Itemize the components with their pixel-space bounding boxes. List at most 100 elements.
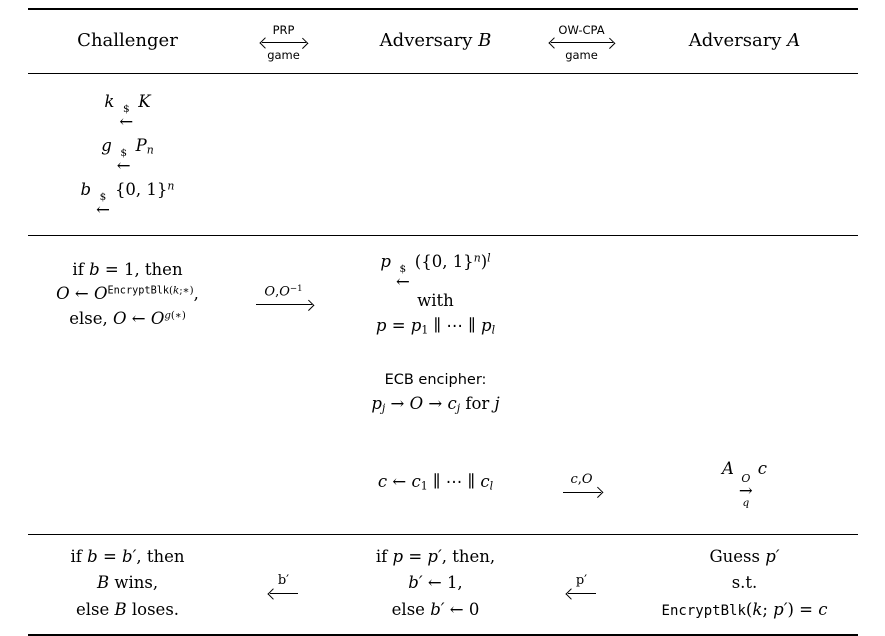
var-p-prime: p′ (765, 547, 780, 566)
value-0: 0 (468, 599, 480, 619)
subscript-1: 1 (421, 323, 429, 337)
prp-game-label: game (267, 48, 300, 62)
var-k: k (752, 599, 763, 619)
ecb-cell: ECB encipher: pj → O → cj for j (340, 369, 532, 417)
header-rule (27, 73, 858, 75)
var-b-prime: b′ (430, 599, 445, 619)
b-wins-line: B wins, (28, 570, 228, 596)
ecb-title: ECB encipher: (384, 371, 487, 388)
adversary-b-letter: B (96, 573, 110, 593)
b-prime-arrow-cell: b′ (228, 569, 340, 598)
var-b: b (87, 547, 98, 566)
oracle-phase-section: if b = 1, then O ← OEncryptBlk(k;∗), els… (28, 236, 858, 533)
close-paren-equals: ) = (787, 599, 819, 619)
equals: = (386, 316, 411, 336)
challenger-oracle-cell: if b = 1, then O ← OEncryptBlk(k;∗), els… (28, 258, 228, 332)
assign-arrow: ← (387, 471, 412, 491)
var-c: c (757, 458, 767, 478)
concat-symbol: ∥ (428, 316, 447, 336)
adversary-a-word: Adversary (688, 30, 788, 51)
text-if: if (375, 547, 393, 566)
subscript-l: l (489, 479, 494, 493)
oracle-query-arrow-icon: O→q (739, 473, 753, 508)
subscript-1: 1 (420, 479, 428, 493)
guess-line: Guess p′ (632, 544, 858, 570)
final-phase-section: if b = b′, then B wins, else B loses. b′… (28, 535, 858, 634)
left-arrow-icon (567, 589, 597, 598)
adva-run-line: A O→q c (632, 457, 858, 508)
inverse-superscript: −1 (289, 283, 303, 294)
adversary-a-letter: A (787, 30, 801, 51)
sample-p-line: p$←({0, 1}n)l (340, 250, 532, 290)
encrypt-eq-line: EncryptBlk(k; p′) = c (632, 597, 858, 623)
oracle-symbol: O (264, 284, 276, 300)
if-bb-line: if b = b′, then (28, 544, 228, 570)
text-loses: loses. (126, 599, 180, 619)
mid-rule (27, 533, 858, 535)
assign-arrow: ← (444, 599, 469, 619)
adva-final-cell: Guess p′ s.t. EncryptBlk(k; p′) = c (632, 544, 858, 623)
var-c: c (377, 471, 388, 491)
dollar-label: $ (399, 263, 407, 276)
oracle-superscript: EncryptBlk(k;∗) (108, 286, 194, 297)
var-b: b (80, 180, 92, 200)
text-guess: Guess (709, 547, 766, 566)
adversary-a-letter: A (722, 458, 734, 478)
paren-star: (∗) (170, 310, 186, 322)
open-paren: ( (414, 252, 422, 272)
var-p1: p (410, 316, 422, 336)
c-concat-line: c ← c1 ∥ ⋯ ∥ cl (340, 470, 532, 495)
subscript-j: j (456, 401, 461, 415)
setup-rule (27, 235, 858, 237)
st-line: s.t. (731, 573, 758, 593)
comma: , (193, 284, 199, 304)
text-else: else (391, 599, 431, 619)
var-b: b (89, 259, 100, 279)
text-then: , then (136, 547, 185, 566)
var-g: g (101, 136, 112, 156)
oracle-symbol: O (93, 284, 108, 304)
var-p: p (375, 316, 387, 336)
challenger-setup-cell: k$←K g$←Pn b$←{0, 1}n (28, 85, 228, 222)
var-p: p (380, 252, 391, 272)
right-arrow-icon (255, 300, 313, 309)
adversary-b-heading: Adversary B (380, 30, 492, 51)
concat-symbol: ∥ (462, 316, 482, 336)
left-arrow-icon: ← (96, 200, 110, 220)
subscript-l: l (491, 323, 496, 337)
var-k: k (173, 285, 180, 297)
equals: = (97, 547, 123, 566)
prp-label: PRP (272, 23, 295, 37)
ellipsis: ⋯ (446, 316, 463, 336)
text-else: else, (69, 309, 113, 328)
header-row: Challenger PRP game Adversary B OW-CPA g… (28, 10, 858, 73)
oracle-symbol: O (279, 284, 290, 300)
text-if: if (70, 547, 88, 566)
ecb-query-line: pj → O → cj for j (340, 392, 532, 417)
adversary-b-letter: B (114, 599, 127, 619)
oracle-symbol: O (112, 309, 127, 328)
set-b0-line: else b′ ← 0 (340, 597, 532, 623)
keyspace-symbol: K (138, 92, 151, 112)
right-arrow-icon (562, 488, 602, 497)
prp-game-arrow: PRP game (261, 23, 307, 62)
if-pp-line: if p = p′, then, (340, 544, 532, 570)
owcpa-game-arrow: OW-CPA game (550, 23, 614, 62)
adversary-a-heading: Adversary A (689, 30, 800, 51)
right-arrow: → (385, 394, 410, 414)
top-rule (27, 8, 858, 10)
var-p-prime: p′ (427, 547, 442, 566)
c-send-arrow-cell: c,O (532, 468, 632, 497)
equals: = (403, 547, 428, 566)
adversary-b-letter: B (478, 30, 492, 51)
encryptblk-function: EncryptBlk (107, 285, 170, 297)
header-adversary-a-cell: Adversary A (632, 30, 858, 51)
oracle-symbol: O (56, 284, 70, 304)
oracle-access-arrow: O,O−1 (255, 282, 313, 309)
oracle-arrow-label: O,O−1 (264, 282, 302, 299)
adversary-b-word: Adversary (379, 30, 479, 51)
ellipsis: ⋯ (445, 471, 463, 491)
text-else: else (75, 599, 115, 619)
p-concat-line: p = p1 ∥ ⋯ ∥ pl (340, 314, 532, 339)
